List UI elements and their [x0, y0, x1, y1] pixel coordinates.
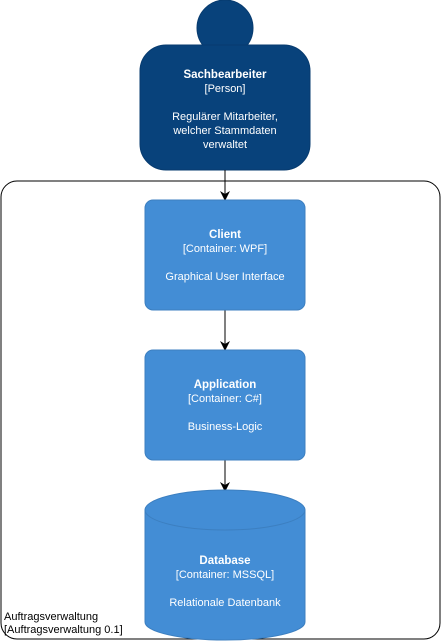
system-boundary-label: Auftragsverwaltung [Auftragsverwaltung 0… — [4, 611, 123, 637]
person-type: [Person] — [205, 83, 246, 95]
container-database-description: Relationale Datenbank — [169, 597, 281, 609]
container-application[interactable]: Application [Container: C#] Business-Log… — [144, 349, 306, 461]
container-database-type: [Container: MSSQL] — [176, 569, 274, 581]
person-description-line1: Regulärer Mitarbeiter, — [172, 111, 278, 123]
container-database[interactable]: Database [Container: MSSQL] Relationale … — [144, 489, 306, 641]
container-database-top-rim — [144, 509, 306, 531]
system-boundary-type: [Auftragsverwaltung 0.1] — [4, 624, 123, 636]
container-application-description: Business-Logic — [188, 421, 263, 433]
person-name: Sachbearbeiter — [183, 69, 267, 81]
container-client-type: [Container: WPF] — [183, 243, 267, 255]
container-client-box — [144, 199, 306, 311]
person-description-line3: verwaltet — [203, 139, 247, 151]
container-application-name: Application — [194, 379, 257, 391]
container-client-description: Graphical User Interface — [165, 271, 284, 283]
system-boundary-name: Auftragsverwaltung — [4, 611, 99, 623]
container-application-type: [Container: C#] — [188, 393, 262, 405]
person-sachbearbeiter[interactable]: Sachbearbeiter [Person] Regulärer Mitarb… — [139, 0, 311, 171]
container-database-name: Database — [199, 555, 250, 567]
container-client-name: Client — [209, 229, 241, 241]
person-body — [139, 44, 311, 171]
container-application-box — [144, 349, 306, 461]
person-description-line2: welcher Stammdaten — [172, 125, 276, 137]
container-client[interactable]: Client [Container: WPF] Graphical User I… — [144, 199, 306, 311]
